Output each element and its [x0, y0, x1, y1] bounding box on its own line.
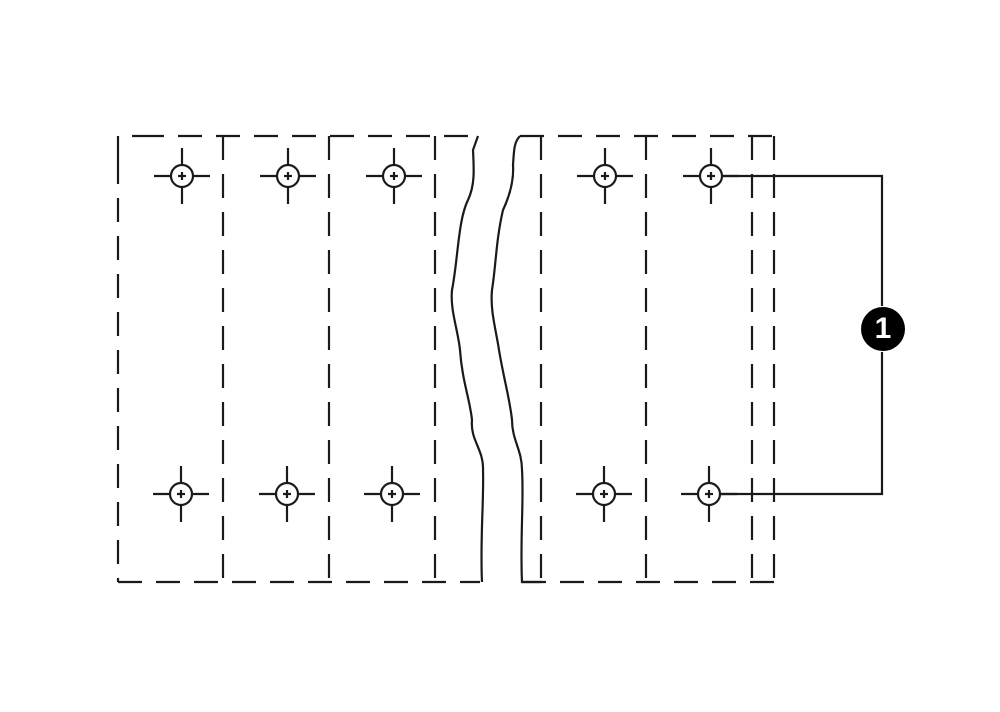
hole-marker-top-3: [366, 148, 422, 204]
right-section-outline: [520, 134, 776, 584]
callout-number: 1: [874, 312, 892, 345]
hole-marker-bottom-2: [259, 466, 315, 522]
hole-marker-top-1: [154, 148, 210, 204]
break-line-right: [490, 135, 541, 584]
leader-line-bottom: [720, 352, 884, 496]
hole-marker-top-2: [260, 148, 316, 204]
hole-markers: [153, 148, 739, 522]
callout-circle: [861, 307, 905, 351]
hole-marker-bottom-5: [681, 466, 737, 522]
hole-marker-top-5: [683, 148, 739, 204]
leader-line-top: [722, 174, 884, 306]
hole-marker-top-4: [577, 148, 633, 204]
hole-marker-bottom-1: [153, 466, 209, 522]
hole-marker-bottom-4: [576, 466, 632, 522]
hole-marker-bottom-3: [364, 466, 420, 522]
left-section-outline: [116, 134, 480, 584]
break-line-left: [450, 135, 485, 583]
